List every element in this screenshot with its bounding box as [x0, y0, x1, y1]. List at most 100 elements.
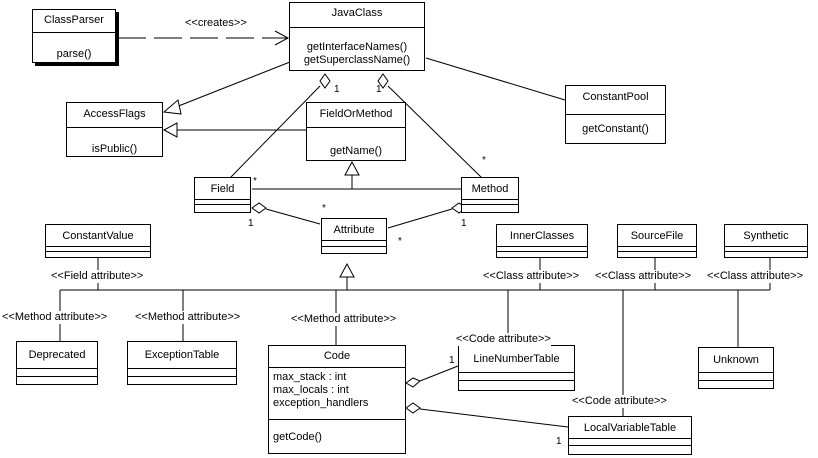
agg-diamond-code-lnt	[405, 377, 421, 388]
attribute-field: max_locals : int	[273, 384, 349, 396]
class-name: Synthetic	[725, 225, 807, 247]
agg-diamond-field-attribute	[251, 202, 267, 214]
class-sourcefile[interactable]: SourceFile	[617, 224, 697, 258]
class-operations	[17, 369, 97, 377]
class-name: Deprecated	[17, 342, 97, 369]
operation: getCode()	[273, 431, 322, 443]
multiplicity-attr-star-right: *	[398, 236, 402, 247]
class-synthetic[interactable]: Synthetic	[724, 224, 808, 258]
class-field[interactable]: Field	[194, 177, 251, 213]
class-name: SourceFile	[618, 225, 696, 247]
class-linenumbertable[interactable]: LineNumberTable	[458, 345, 575, 391]
class-name: InnerClasses	[497, 225, 587, 247]
class-operations: parse()	[33, 33, 115, 61]
multiplicity-method-star: *	[482, 155, 486, 166]
operation: getSuperclassName()	[303, 54, 411, 66]
class-operations	[46, 247, 150, 252]
class-method[interactable]: Method	[461, 177, 519, 213]
agg-diamond-javaclass-field	[319, 73, 331, 89]
stereotype-method-attribute-exceptiontable: <<Method attribute>>	[135, 311, 241, 324]
stereotype-code-attribute-lnt: <<Code attribute>>	[456, 333, 551, 346]
class-attribute[interactable]: Attribute	[321, 218, 387, 254]
class-operations	[462, 200, 518, 205]
class-operations	[725, 247, 807, 252]
class-operations: getConstant()	[566, 115, 665, 136]
multiplicity-javaclass-field: 1	[334, 84, 340, 95]
class-operations	[195, 200, 250, 205]
class-constantpool[interactable]: ConstantPool getConstant()	[565, 85, 666, 144]
class-name: Attribute	[322, 219, 386, 241]
class-operations	[569, 439, 691, 446]
class-name: Unknown	[699, 348, 773, 373]
stereotype-code-attribute-lvt: <<Code attribute>>	[572, 395, 667, 408]
javaclass-constantpool-line	[425, 57, 566, 101]
stereotype-method-attribute-code: <<Method attribute>>	[291, 313, 397, 326]
operation: getName()	[330, 145, 382, 157]
stereotype-field-attribute: <<Field attribute>>	[51, 270, 144, 283]
multiplicity-javaclass-method: 1	[376, 84, 382, 95]
attribute-field: exception_handlers	[273, 397, 369, 409]
class-name: JavaClass	[290, 3, 424, 28]
class-operations: getInterfaceNames() getSuperclassName()	[290, 28, 424, 67]
multiplicity-attr-star-top: *	[322, 203, 326, 214]
stereotype-method-attribute-deprecated: <<Method attribute>>	[2, 311, 108, 324]
class-name: LineNumberTable	[459, 346, 574, 373]
gen-triangle-attribute	[339, 262, 355, 278]
class-name: ConstantPool	[566, 86, 665, 115]
code-lvt-line	[419, 408, 569, 428]
stereotype-class-attribute-sourcefile: <<Class attribute>>	[595, 270, 692, 283]
javaclass-field-line	[229, 85, 321, 179]
class-code[interactable]: Code max_stack : int max_locals : int ex…	[268, 345, 406, 454]
attribute-field: max_stack : int	[273, 371, 347, 383]
multiplicity-method-attr-1: 1	[461, 218, 467, 229]
class-operations	[128, 369, 236, 377]
class-unknown[interactable]: Unknown	[698, 347, 774, 389]
class-accessflags[interactable]: AccessFlags isPublic()	[66, 102, 163, 157]
class-name: Field	[195, 178, 250, 200]
field-attribute-line	[265, 208, 321, 225]
class-name: Method	[462, 178, 518, 200]
gen-triangle-accessflags-2	[162, 122, 178, 138]
stereotype-creates: <<creates>>	[185, 17, 247, 30]
operation: getInterfaceNames()	[306, 41, 408, 53]
multiplicity-field-attr-1: 1	[248, 218, 254, 229]
class-operations	[699, 373, 773, 381]
operation: parse()	[56, 48, 92, 60]
stereotype-class-attribute-synthetic: <<Class attribute>>	[707, 270, 804, 283]
class-operations: getCode()	[269, 420, 405, 444]
class-operations	[618, 247, 696, 252]
gen-triangle-fieldormethod	[344, 160, 360, 176]
class-operations	[459, 373, 574, 381]
method-attribute-line	[387, 208, 453, 229]
class-constantvalue[interactable]: ConstantValue	[45, 224, 151, 258]
class-name: ConstantValue	[46, 225, 150, 247]
class-operations	[497, 247, 587, 252]
stereotype-class-attribute-innerclasses: <<Class attribute>>	[483, 270, 580, 283]
class-name: LocalVariableTable	[569, 417, 691, 439]
class-name: AccessFlags	[67, 103, 162, 128]
javaclass-accessflags-line	[175, 61, 291, 108]
class-fieldormethod[interactable]: FieldOrMethod getName()	[306, 102, 406, 161]
class-operations	[322, 241, 386, 247]
class-javaclass[interactable]: JavaClass getInterfaceNames() getSupercl…	[289, 2, 425, 71]
javaclass-method-line	[387, 85, 483, 179]
class-name: ClassParser	[33, 10, 115, 33]
agg-diamond-javaclass-method	[377, 73, 389, 89]
class-localvariabletable[interactable]: LocalVariableTable	[568, 416, 692, 455]
class-exceptiontable[interactable]: ExceptionTable	[127, 341, 237, 385]
class-operations: getName()	[307, 128, 405, 158]
class-innerclasses[interactable]: InnerClasses	[496, 224, 588, 258]
class-name: ExceptionTable	[128, 342, 236, 369]
operation: getConstant()	[582, 123, 649, 135]
class-deprecated[interactable]: Deprecated	[16, 341, 98, 385]
class-name: FieldOrMethod	[307, 103, 405, 128]
class-attributes: max_stack : int max_locals : int excepti…	[269, 368, 405, 420]
class-classparser[interactable]: ClassParser parse()	[32, 9, 116, 63]
agg-diamond-code-lvt	[405, 402, 421, 414]
operation: isPublic()	[91, 143, 138, 155]
gen-triangle-accessflags-1	[162, 99, 182, 115]
multiplicity-code-lnt-1: 1	[449, 355, 455, 366]
class-operations: isPublic()	[67, 128, 162, 156]
creates-arrowhead	[274, 30, 290, 46]
code-lnt-line	[419, 365, 459, 382]
